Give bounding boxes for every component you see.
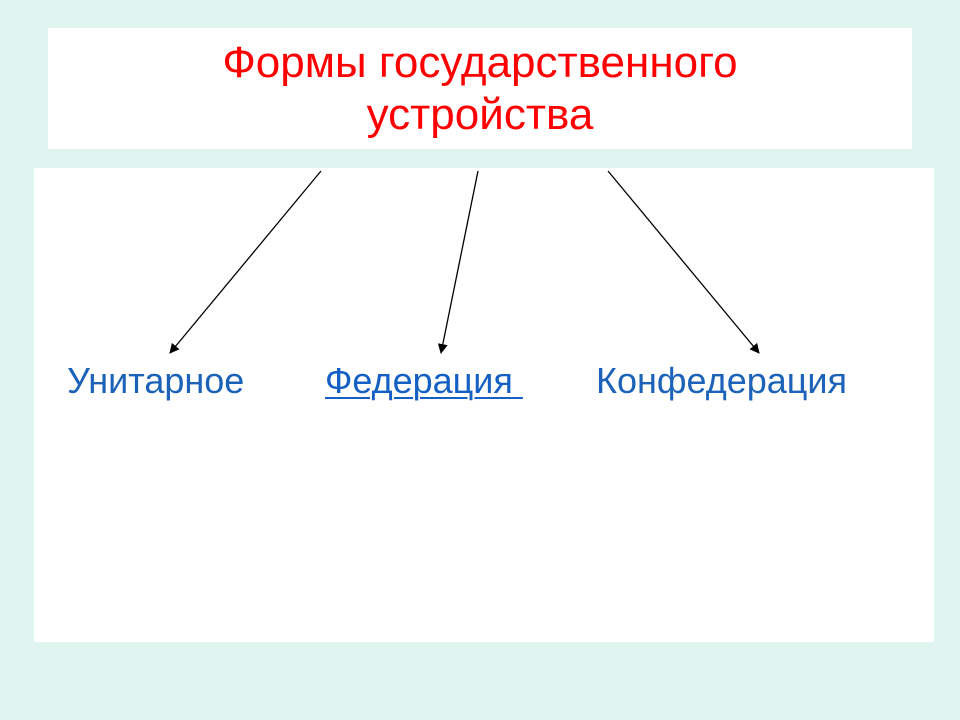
arrow-to-federation xyxy=(437,170,479,354)
slide-title-line-1: Формы государственного xyxy=(222,37,738,87)
arrow-to-confederation xyxy=(607,170,760,354)
arrow-to-unitary xyxy=(169,170,322,354)
node-federation-link[interactable]: Федерация xyxy=(325,360,523,401)
slide-title-line-2: устройства xyxy=(366,89,594,139)
content-panel xyxy=(34,168,934,642)
node-unitary: Унитарное xyxy=(67,360,245,401)
node-confederation: Конфедерация xyxy=(596,360,848,401)
title-panel: Формы государственного устройства xyxy=(48,28,912,149)
slide-title: Формы государственного устройства xyxy=(222,37,737,141)
